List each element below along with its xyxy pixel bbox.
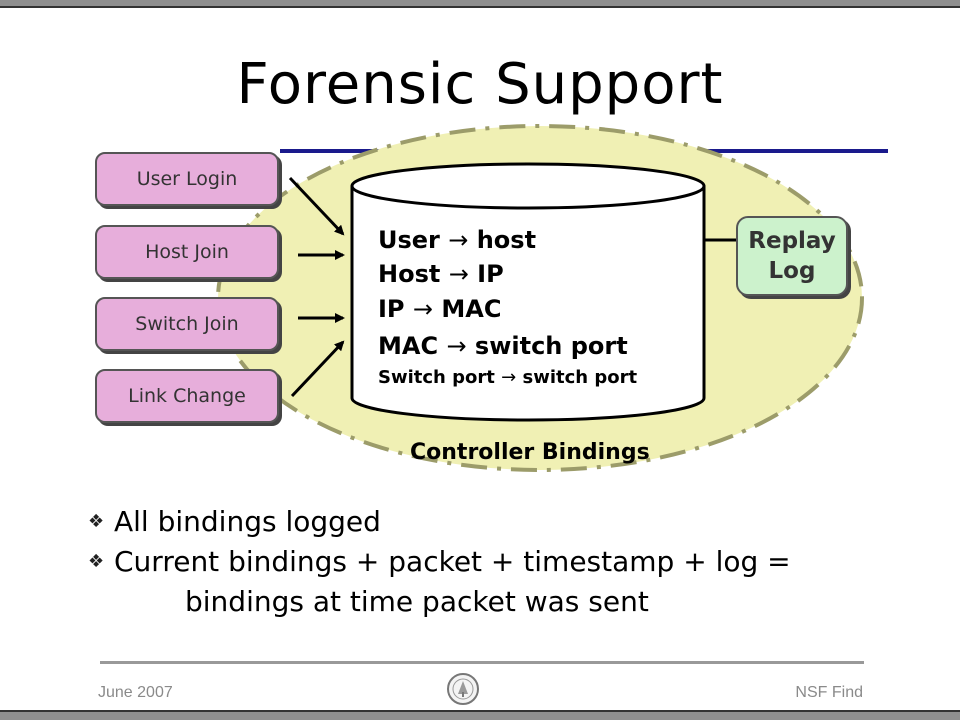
arrow-glyph: → (446, 332, 467, 360)
bullet-item: ❖ Current bindings + packet + timestamp … (88, 542, 791, 582)
arrow-glyph: → (412, 295, 433, 323)
source-host-join: Host Join (95, 225, 279, 279)
binding-mac-switch-port: MAC → switch port (378, 332, 628, 360)
binding-right: IP (477, 260, 504, 288)
binding-host-ip: Host → IP (378, 260, 504, 288)
footer-date: June 2007 (98, 684, 173, 701)
arrow-link-change (290, 340, 345, 398)
binding-right: MAC (441, 295, 502, 323)
binding-right: host (476, 226, 537, 254)
binding-user-host: User → host (378, 226, 536, 254)
binding-left: MAC (378, 332, 439, 360)
arrow-user-login (288, 176, 345, 236)
bullet-item: ❖ All bindings logged (88, 502, 791, 542)
arrow-glyph: → (448, 226, 469, 254)
source-switch-join: Switch Join (95, 297, 279, 351)
top-frame-bar (0, 0, 960, 6)
bottom-frame-bar (0, 712, 960, 720)
binding-right: switch port (474, 332, 628, 360)
source-label: Host Join (145, 241, 229, 263)
diamond-bullet-icon: ❖ (88, 511, 105, 532)
binding-left: Host (378, 260, 441, 288)
source-label: Link Change (128, 385, 246, 407)
binding-left: IP (378, 295, 405, 323)
arrow-glyph: → (501, 367, 517, 388)
source-user-login: User Login (95, 152, 279, 206)
replay-log-box: Replay Log (736, 216, 848, 296)
footer-event: NSF Find (795, 684, 863, 701)
replay-log-line1: Replay (748, 228, 836, 254)
bullet-list: ❖ All bindings logged ❖ Current bindings… (88, 502, 791, 622)
slide-title: Forensic Support (236, 52, 724, 117)
source-label: Switch Join (135, 313, 239, 335)
footer-rule (100, 661, 864, 664)
bullet-text: Current bindings + packet + timestamp + … (114, 545, 791, 578)
binding-ip-mac: IP → MAC (378, 295, 501, 323)
binding-switch-port-switch-port: Switch port → switch port (378, 367, 637, 388)
source-link-change: Link Change (95, 369, 279, 423)
binding-right: switch port (522, 367, 638, 388)
controller-bindings-label: Controller Bindings (410, 440, 650, 465)
diamond-bullet-icon: ❖ (88, 551, 105, 572)
bindings-database (350, 162, 706, 422)
bullet-continuation: bindings at time packet was sent (185, 585, 649, 618)
top-frame-line (0, 6, 960, 8)
binding-left: Switch port (378, 367, 495, 388)
binding-left: User (378, 226, 440, 254)
arrow-glyph: → (448, 260, 469, 288)
replay-log-line2: Log (768, 258, 816, 284)
source-label: User Login (136, 168, 238, 190)
university-seal-icon (447, 673, 479, 705)
bullet-text: All bindings logged (114, 505, 381, 538)
bottom-frame-line (0, 710, 960, 712)
